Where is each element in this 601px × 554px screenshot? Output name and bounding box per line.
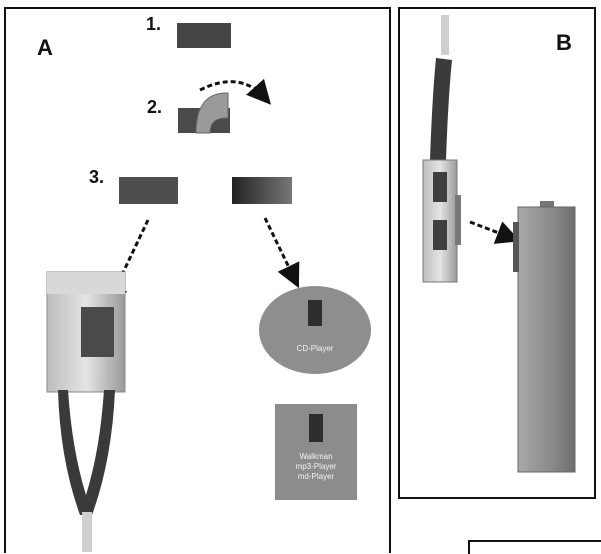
strap-device — [422, 15, 461, 283]
walkman-device — [275, 404, 357, 500]
handheld-device — [46, 271, 126, 552]
step1-magnet — [177, 23, 231, 48]
arrow-to-battery-pack — [469, 220, 521, 244]
walkman-label-group: Walkman mp3-Player md-Player — [278, 452, 354, 482]
step-2-label: 2. — [147, 97, 163, 117]
panel-c-partial — [468, 540, 601, 554]
panel-a-label: A — [37, 35, 53, 60]
cd-player-label: CD-Player — [296, 344, 334, 353]
md-player-label: md-Player — [297, 472, 335, 481]
panel-b-label: B — [556, 30, 572, 55]
step-1-label: 1. — [146, 14, 162, 34]
step2-peel — [178, 78, 271, 134]
step-3-label: 3. — [89, 167, 105, 187]
step3-strip-left — [119, 177, 178, 204]
mp3-player-label: mp3-Player — [295, 462, 337, 471]
walkman-label: Walkman — [299, 452, 333, 461]
battery-pack — [513, 201, 576, 473]
step3-strip-right — [232, 177, 292, 204]
arrow-to-cd-player — [263, 217, 300, 289]
cd-player — [259, 286, 371, 374]
